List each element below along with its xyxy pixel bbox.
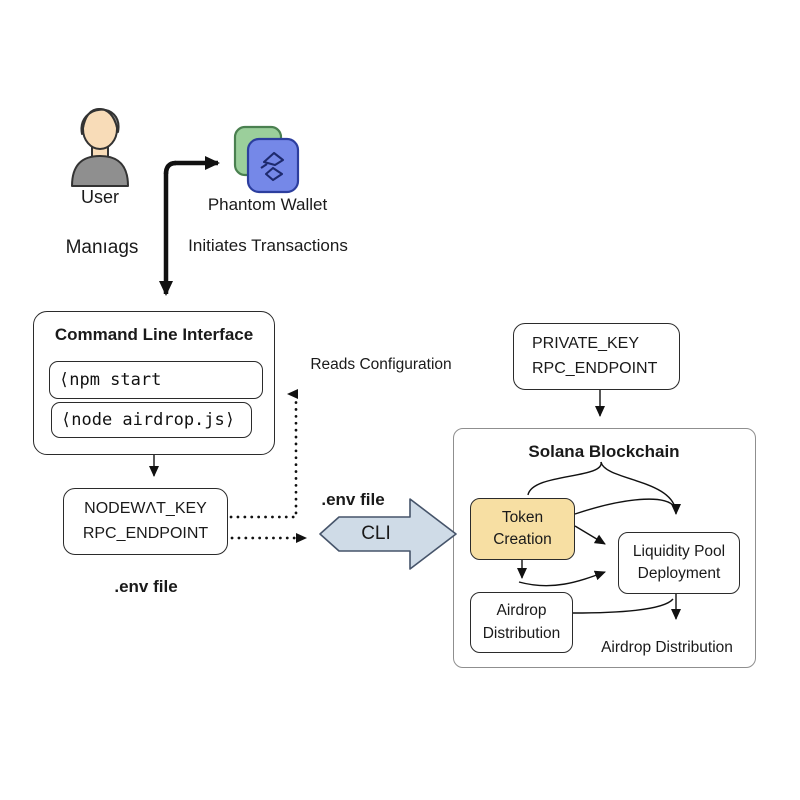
env-node: NODEWΛT_KEY RPC_ENDPOINT (63, 488, 228, 555)
private-key-line2: RPC_ENDPOINT (532, 359, 658, 377)
cli-command-node: ⟨node airdrop.js⟩ (51, 402, 252, 438)
user-sublabel: Manıags (65, 237, 139, 258)
airdrop-distribution-node: Airdrop Distribution (470, 592, 573, 653)
airdrop-line1: Airdrop (496, 602, 547, 620)
private-key-line1: PRIVATE_KEY (532, 334, 639, 352)
token-line2: Creation (493, 531, 552, 548)
airdrop-out-label: Airdrop Distribution (601, 639, 733, 656)
user-flow-arrows (159, 156, 220, 296)
cli-arrow-label: CLI (361, 523, 391, 544)
cli-node: Command Line Interface ⟨npm start ⟨node … (33, 311, 275, 455)
token-creation-node: Token Creation (470, 498, 575, 560)
airdrop-line2: Distribution (482, 624, 561, 642)
user-label: User (80, 187, 119, 207)
solana-title: Solana Blockchain (528, 442, 680, 461)
cli-title: Command Line Interface (54, 325, 254, 344)
cli-command-npm: ⟨npm start (49, 361, 263, 399)
wallet-label: Phantom Wallet (207, 195, 328, 214)
private-key-node: PRIVATE_KEY RPC_ENDPOINT (513, 323, 680, 390)
liquidity-pool-node: Liquidity Pool Deployment (618, 532, 740, 594)
token-line1: Token (501, 508, 544, 526)
liquidity-line2: Deployment (637, 565, 721, 582)
env-file-mid-label: .env file (321, 490, 385, 509)
user-icon (71, 108, 129, 187)
env-caption: .env file (114, 577, 178, 596)
liquidity-line1: Liquidity Pool (632, 542, 726, 560)
reads-configuration-label: Reads Configuration (310, 356, 452, 373)
wallet-sublabel: Initiates Transactions (188, 236, 348, 255)
env-line2: RPC_ENDPOINT (82, 524, 209, 542)
phantom-wallet-icon (233, 125, 300, 194)
env-line1: NODEWΛT_KEY (84, 499, 207, 517)
